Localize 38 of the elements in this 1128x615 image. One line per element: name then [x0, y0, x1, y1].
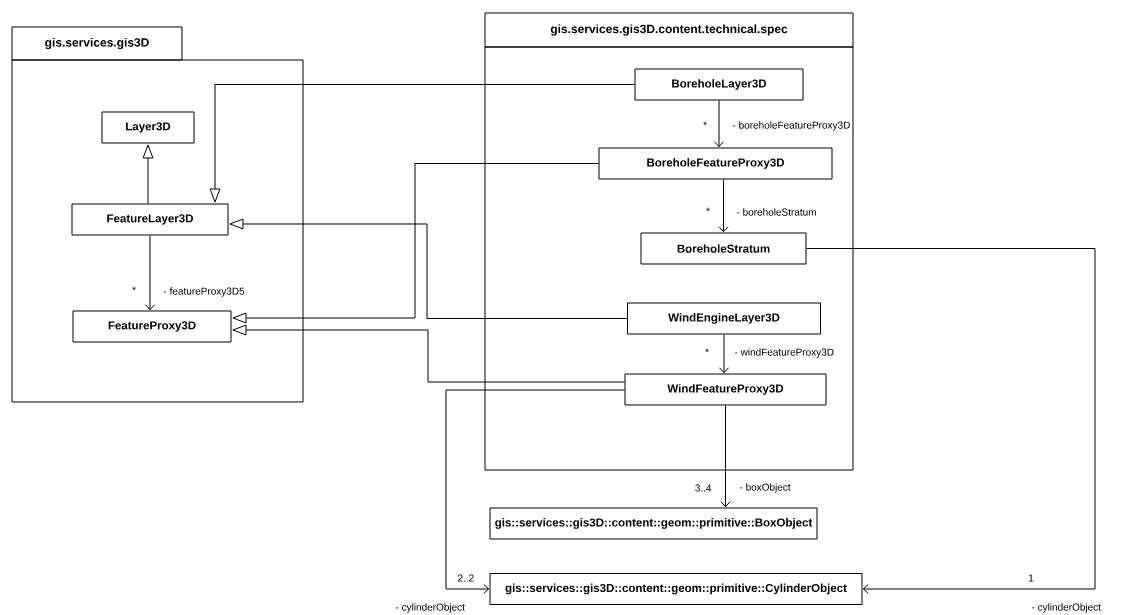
multiplicity-label: *	[132, 286, 136, 291]
multiplicity-label: 3..4	[695, 484, 712, 492]
role-label: - boreholeStratum	[735, 207, 818, 217]
multiplicity-label: *	[706, 207, 710, 212]
class-box: gis::services::gis3D::content::geom::primitive::CylinderObject	[489, 573, 863, 605]
association-arrow	[719, 334, 729, 374]
generalization-arrow	[232, 324, 625, 383]
class-box: Layer3D	[101, 111, 195, 144]
multiplicity-label: *	[703, 121, 707, 126]
multiplicity-label: 2..2	[458, 574, 474, 582]
role-label: - cylinderObject	[394, 602, 466, 614]
class-box: BoreholeStratum	[640, 232, 807, 265]
role-label: - windFeatureProxy3D	[733, 347, 835, 359]
class-box: FeatureLayer3D	[71, 203, 229, 236]
node-label: gis.services.gis3D	[45, 37, 149, 50]
generalization-arrow	[209, 84, 635, 203]
multiplicity-label: *	[705, 348, 709, 353]
class-box: WindEngineLayer3D	[627, 302, 821, 335]
class-box: gis::services::gis3D::content::geom::primitive::BoxObject	[489, 507, 818, 540]
class-box: WindFeatureProxy3D	[624, 373, 827, 406]
class-box: FeatureProxy3D	[72, 310, 232, 343]
association-arrow	[718, 179, 729, 233]
role-label: - boxObject	[738, 482, 792, 494]
role-label: - featureProxy3D5	[162, 286, 246, 298]
class-box: BoreholeFeatureProxy3D	[598, 147, 833, 180]
role-label: - cylinderObject	[1030, 602, 1102, 614]
association-arrow	[445, 389, 625, 594]
multiplicity-label: 1	[1029, 574, 1034, 582]
association-arrow	[806, 248, 1096, 594]
generalization-arrow	[232, 163, 599, 324]
node-label: gis.services.gis3D.content.technical.spec	[550, 24, 788, 36]
association-arrow	[720, 405, 731, 508]
generalization-arrow	[142, 144, 154, 204]
role-label: - boreholeFeatureProxy3D	[731, 120, 852, 132]
class-box: BoreholeLayer3D	[634, 68, 804, 101]
generalization-arrow	[229, 218, 628, 319]
association-arrow	[714, 100, 724, 148]
association-arrow	[145, 235, 155, 311]
